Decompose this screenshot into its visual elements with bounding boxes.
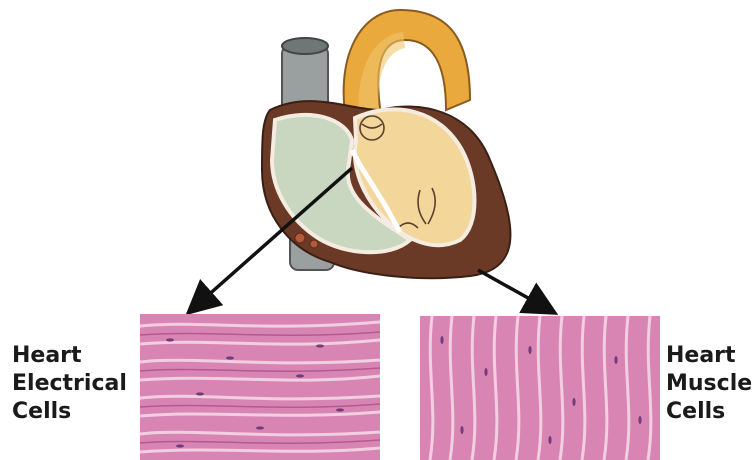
label-right-line-2: Muscle	[666, 370, 752, 398]
label-left-line-1: Heart	[12, 342, 127, 370]
label-right-line-3: Cells	[666, 398, 752, 426]
electrical-cells-label: Heart Electrical Cells	[12, 342, 127, 426]
label-right-line-1: Heart	[666, 342, 752, 370]
muscle-cells-label: Heart Muscle Cells	[666, 342, 752, 426]
electrical-cell-micrograph	[140, 314, 380, 460]
heart-illustration	[262, 10, 510, 278]
label-left-line-3: Cells	[12, 398, 127, 426]
arrow-to-muscle-cells	[478, 270, 546, 308]
muscle-cell-micrograph	[420, 316, 660, 460]
label-left-line-2: Electrical	[12, 370, 127, 398]
